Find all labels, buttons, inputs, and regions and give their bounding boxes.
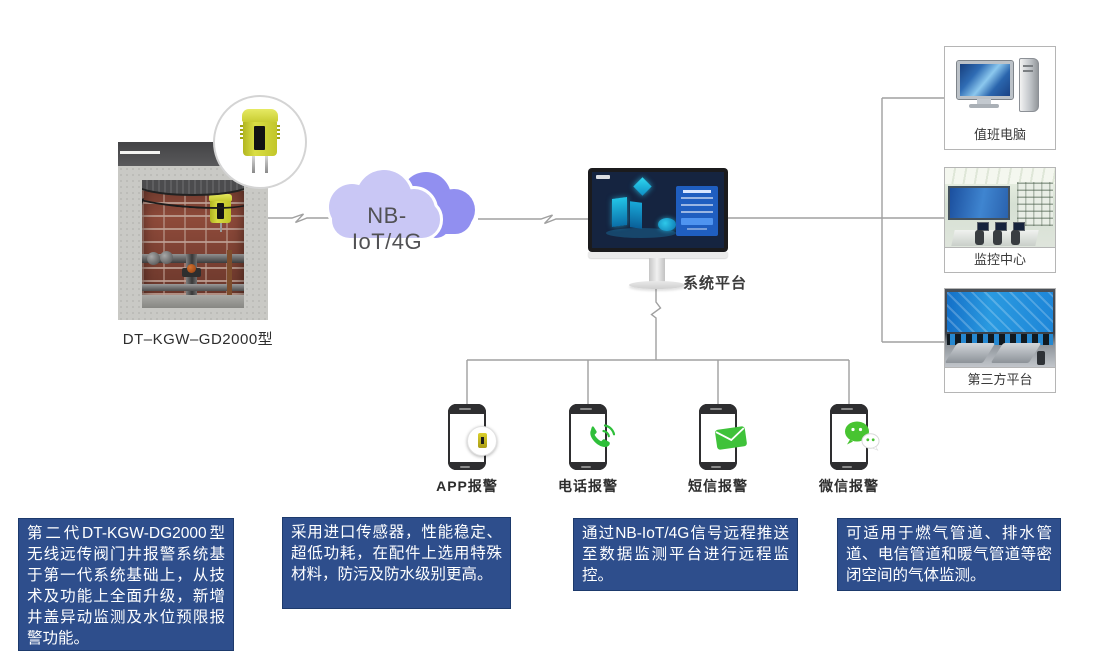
sensor-callout-circle: [213, 95, 307, 189]
wireless-link-right: [478, 214, 588, 225]
alert-phone-call: [569, 404, 607, 470]
isometric-graphic: [633, 177, 652, 196]
description-box-3: 通过NB-IoT/4G信号远程推送至数据监测平台进行远程监控。: [573, 518, 798, 591]
concrete-well-frame: [118, 166, 268, 320]
platform-monitor-icon: [588, 168, 728, 252]
description-box-4: 可适用于燃气管道、排水管道、电信管道和暖气管道等密闭空间的气体监测。: [837, 518, 1061, 591]
monitor-stand: [649, 258, 665, 282]
wireless-link-left: [268, 213, 333, 224]
third-party-platform-photo: [945, 289, 1055, 369]
wechat-icon: [845, 421, 880, 451]
valve-knob: [187, 264, 196, 273]
brand-logo: [596, 175, 610, 179]
valve-well-photo: [118, 142, 268, 320]
pipe: [227, 250, 232, 296]
network-label: NB-IoT/4G: [351, 203, 423, 254]
sensor-device-in-well: [209, 194, 232, 232]
description-box-2: 采用进口传感器，性能稳定、超低功耗，在配件上选用特殊材料，防污及防水级别更高。: [282, 517, 511, 609]
output-label: 值班电脑: [973, 127, 1026, 142]
desktop-computer-icon: [956, 60, 1014, 100]
sensor-device-icon: [240, 109, 280, 175]
pipe-flange: [147, 252, 160, 265]
brick-well-interior: [142, 180, 244, 308]
well-floor: [142, 295, 244, 308]
output-duty-computer-box: 值班电脑: [944, 46, 1056, 150]
output-monitoring-center-box: 监控中心: [944, 167, 1056, 273]
sms-envelope-icon: [715, 426, 747, 450]
output-label: 监控中心: [945, 247, 1055, 272]
manhole-cover: [142, 180, 244, 194]
pipe: [142, 284, 244, 291]
output-third-party-box: 第三方平台: [944, 288, 1056, 393]
output-label: 第三方平台: [945, 367, 1055, 392]
platform-screen: [592, 172, 724, 248]
pipe-flange: [160, 251, 173, 264]
alert-label: APP报警: [436, 478, 498, 494]
platform-down-link: [650, 289, 662, 360]
device-model-label: DT–KGW–GD2000型: [122, 331, 274, 348]
monitor-base: [629, 281, 685, 289]
login-panel: [676, 186, 718, 236]
phone-call-icon: [590, 424, 616, 447]
platform-label: 系统平台: [683, 275, 748, 292]
description-box-1: 第二代DT-KGW-DG2000型无线远传阀门井报警系统基于第一代系统基础上，从…: [18, 518, 234, 651]
computer-tower-icon: [1019, 58, 1039, 112]
video-wall: [948, 186, 1010, 220]
login-button: [681, 218, 713, 225]
monitoring-center-photo: [945, 168, 1055, 249]
app-badge-icon: [467, 426, 497, 456]
video-wall: [947, 292, 1053, 332]
pipe: [186, 254, 197, 308]
monitor-chin: [588, 252, 728, 258]
alert-label: 微信报警: [819, 478, 879, 494]
alert-label: 电话报警: [558, 478, 618, 494]
alert-label: 短信报警: [688, 478, 748, 494]
